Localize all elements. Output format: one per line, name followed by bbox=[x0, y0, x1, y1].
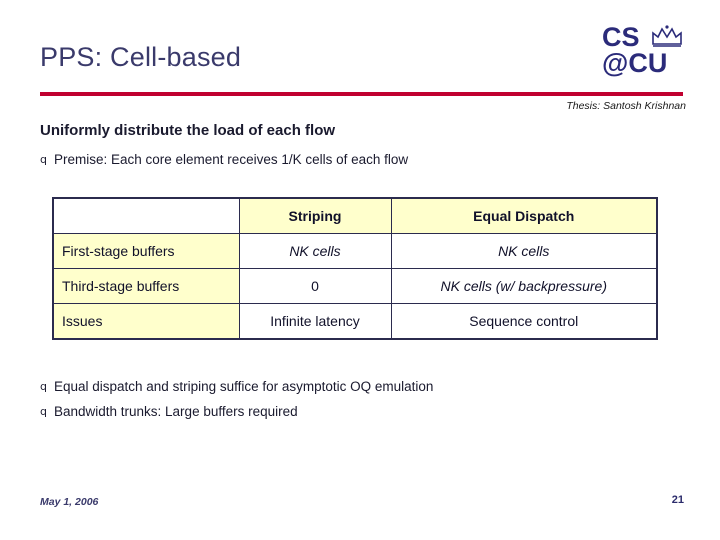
thesis-credit: Thesis: Santosh Krishnan bbox=[566, 100, 686, 112]
table-corner-cell bbox=[52, 197, 240, 234]
row-label-first-stage-buffers: First-stage buffers bbox=[52, 233, 240, 269]
comparison-table: Striping Equal Dispatch First-stage buff… bbox=[52, 197, 658, 340]
bullet-bandwidth-trunks: q Bandwidth trunks: Large buffers require… bbox=[40, 404, 298, 419]
table-row: Third-stage buffers 0 NK cells (w/ backp… bbox=[52, 268, 658, 304]
cell-first-stage-striping: NK cells bbox=[238, 233, 392, 269]
bullet-marker-icon: q bbox=[40, 380, 47, 393]
bullet-equal-dispatch-text: Equal dispatch and striping suffice for … bbox=[53, 379, 434, 394]
table-header-row: Striping Equal Dispatch bbox=[52, 197, 658, 234]
bullet-bandwidth-trunks-text: Bandwidth trunks: Large buffers required bbox=[53, 404, 298, 419]
bullet-marker-icon: q bbox=[40, 153, 47, 166]
cs-at-cu-logo: CS @CU bbox=[602, 24, 686, 80]
cell-third-stage-striping: 0 bbox=[238, 268, 392, 304]
cell-third-stage-equal-dispatch: NK cells (w/ backpressure) bbox=[390, 268, 658, 304]
cell-first-stage-equal-dispatch: NK cells bbox=[390, 233, 658, 269]
bullet-marker-icon: q bbox=[40, 405, 47, 418]
bullet-premise-text: Premise: Each core element receives 1/K … bbox=[53, 152, 409, 167]
footer-page-number: 21 bbox=[671, 494, 684, 506]
table-row: First-stage buffers NK cells NK cells bbox=[52, 233, 658, 269]
page-title: PPS: Cell-based bbox=[40, 42, 242, 72]
column-header-striping: Striping bbox=[238, 197, 392, 234]
footer-date: May 1, 2006 bbox=[40, 496, 99, 508]
bullet-equal-dispatch: q Equal dispatch and striping suffice for… bbox=[40, 379, 433, 394]
cell-issues-equal-dispatch: Sequence control bbox=[390, 303, 658, 340]
row-label-issues: Issues bbox=[52, 303, 240, 340]
crown-icon bbox=[651, 24, 683, 48]
cell-issues-striping: Infinite latency bbox=[238, 303, 392, 340]
logo-line-cs: CS bbox=[602, 22, 640, 52]
bullet-premise: q Premise: Each core element receives 1/K… bbox=[40, 152, 408, 167]
title-divider bbox=[40, 92, 683, 96]
row-label-third-stage-buffers: Third-stage buffers bbox=[52, 268, 240, 304]
column-header-equal-dispatch: Equal Dispatch bbox=[390, 197, 658, 234]
table-row: Issues Infinite latency Sequence control bbox=[52, 303, 658, 340]
logo-line-atcu: @CU bbox=[602, 48, 668, 78]
section-headline: Uniformly distribute the load of each fl… bbox=[40, 122, 336, 139]
